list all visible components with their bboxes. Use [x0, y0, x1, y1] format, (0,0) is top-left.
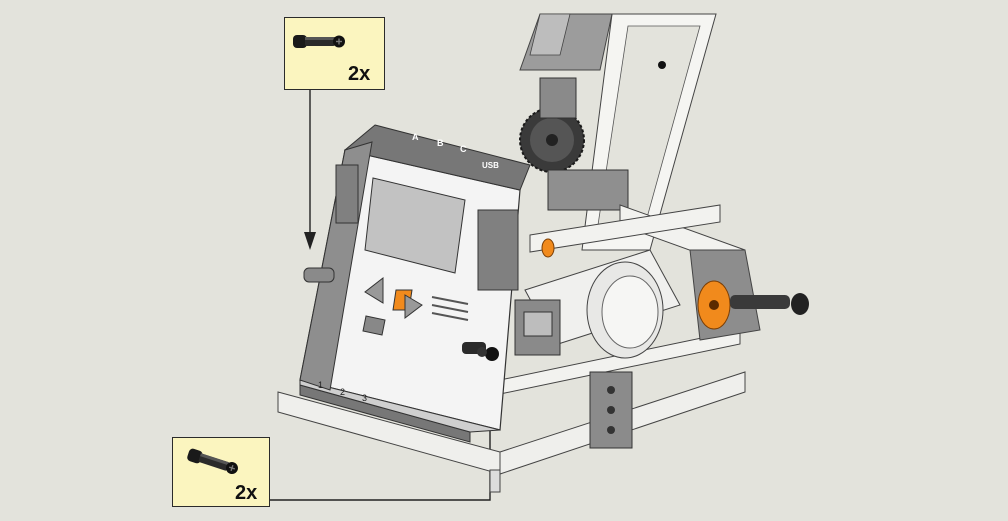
axle-pin-icon: [293, 35, 345, 48]
assembly-arrow-bottom: [270, 380, 496, 501]
port-label-b: B: [437, 138, 444, 148]
quantity-label: 2x: [348, 63, 371, 85]
sensor-port-1: 1: [318, 380, 323, 390]
servo-motor: [514, 249, 681, 359]
quantity-label: 2x: [235, 482, 258, 504]
base-frame: [277, 204, 761, 493]
gear-assembly: [519, 77, 629, 211]
nxt-brick: A B C USB 1 2 3: [299, 124, 531, 443]
port-label-a: A: [412, 132, 419, 142]
axle-pin-icon: [187, 448, 238, 475]
orange-connector: [541, 238, 809, 330]
parts-callout-bottom: 2x: [172, 437, 270, 507]
sensor-port-3: 3: [362, 393, 367, 403]
port-label-usb: USB: [482, 161, 499, 170]
sensor-port-2: 2: [340, 387, 345, 397]
parts-callout-top: 2x: [284, 17, 385, 90]
pin-rear: [462, 342, 499, 361]
assembly-arrow-top: [304, 90, 316, 250]
port-label-c: C: [460, 144, 467, 154]
upright-frame: [519, 13, 717, 251]
pin-left: [303, 267, 335, 283]
